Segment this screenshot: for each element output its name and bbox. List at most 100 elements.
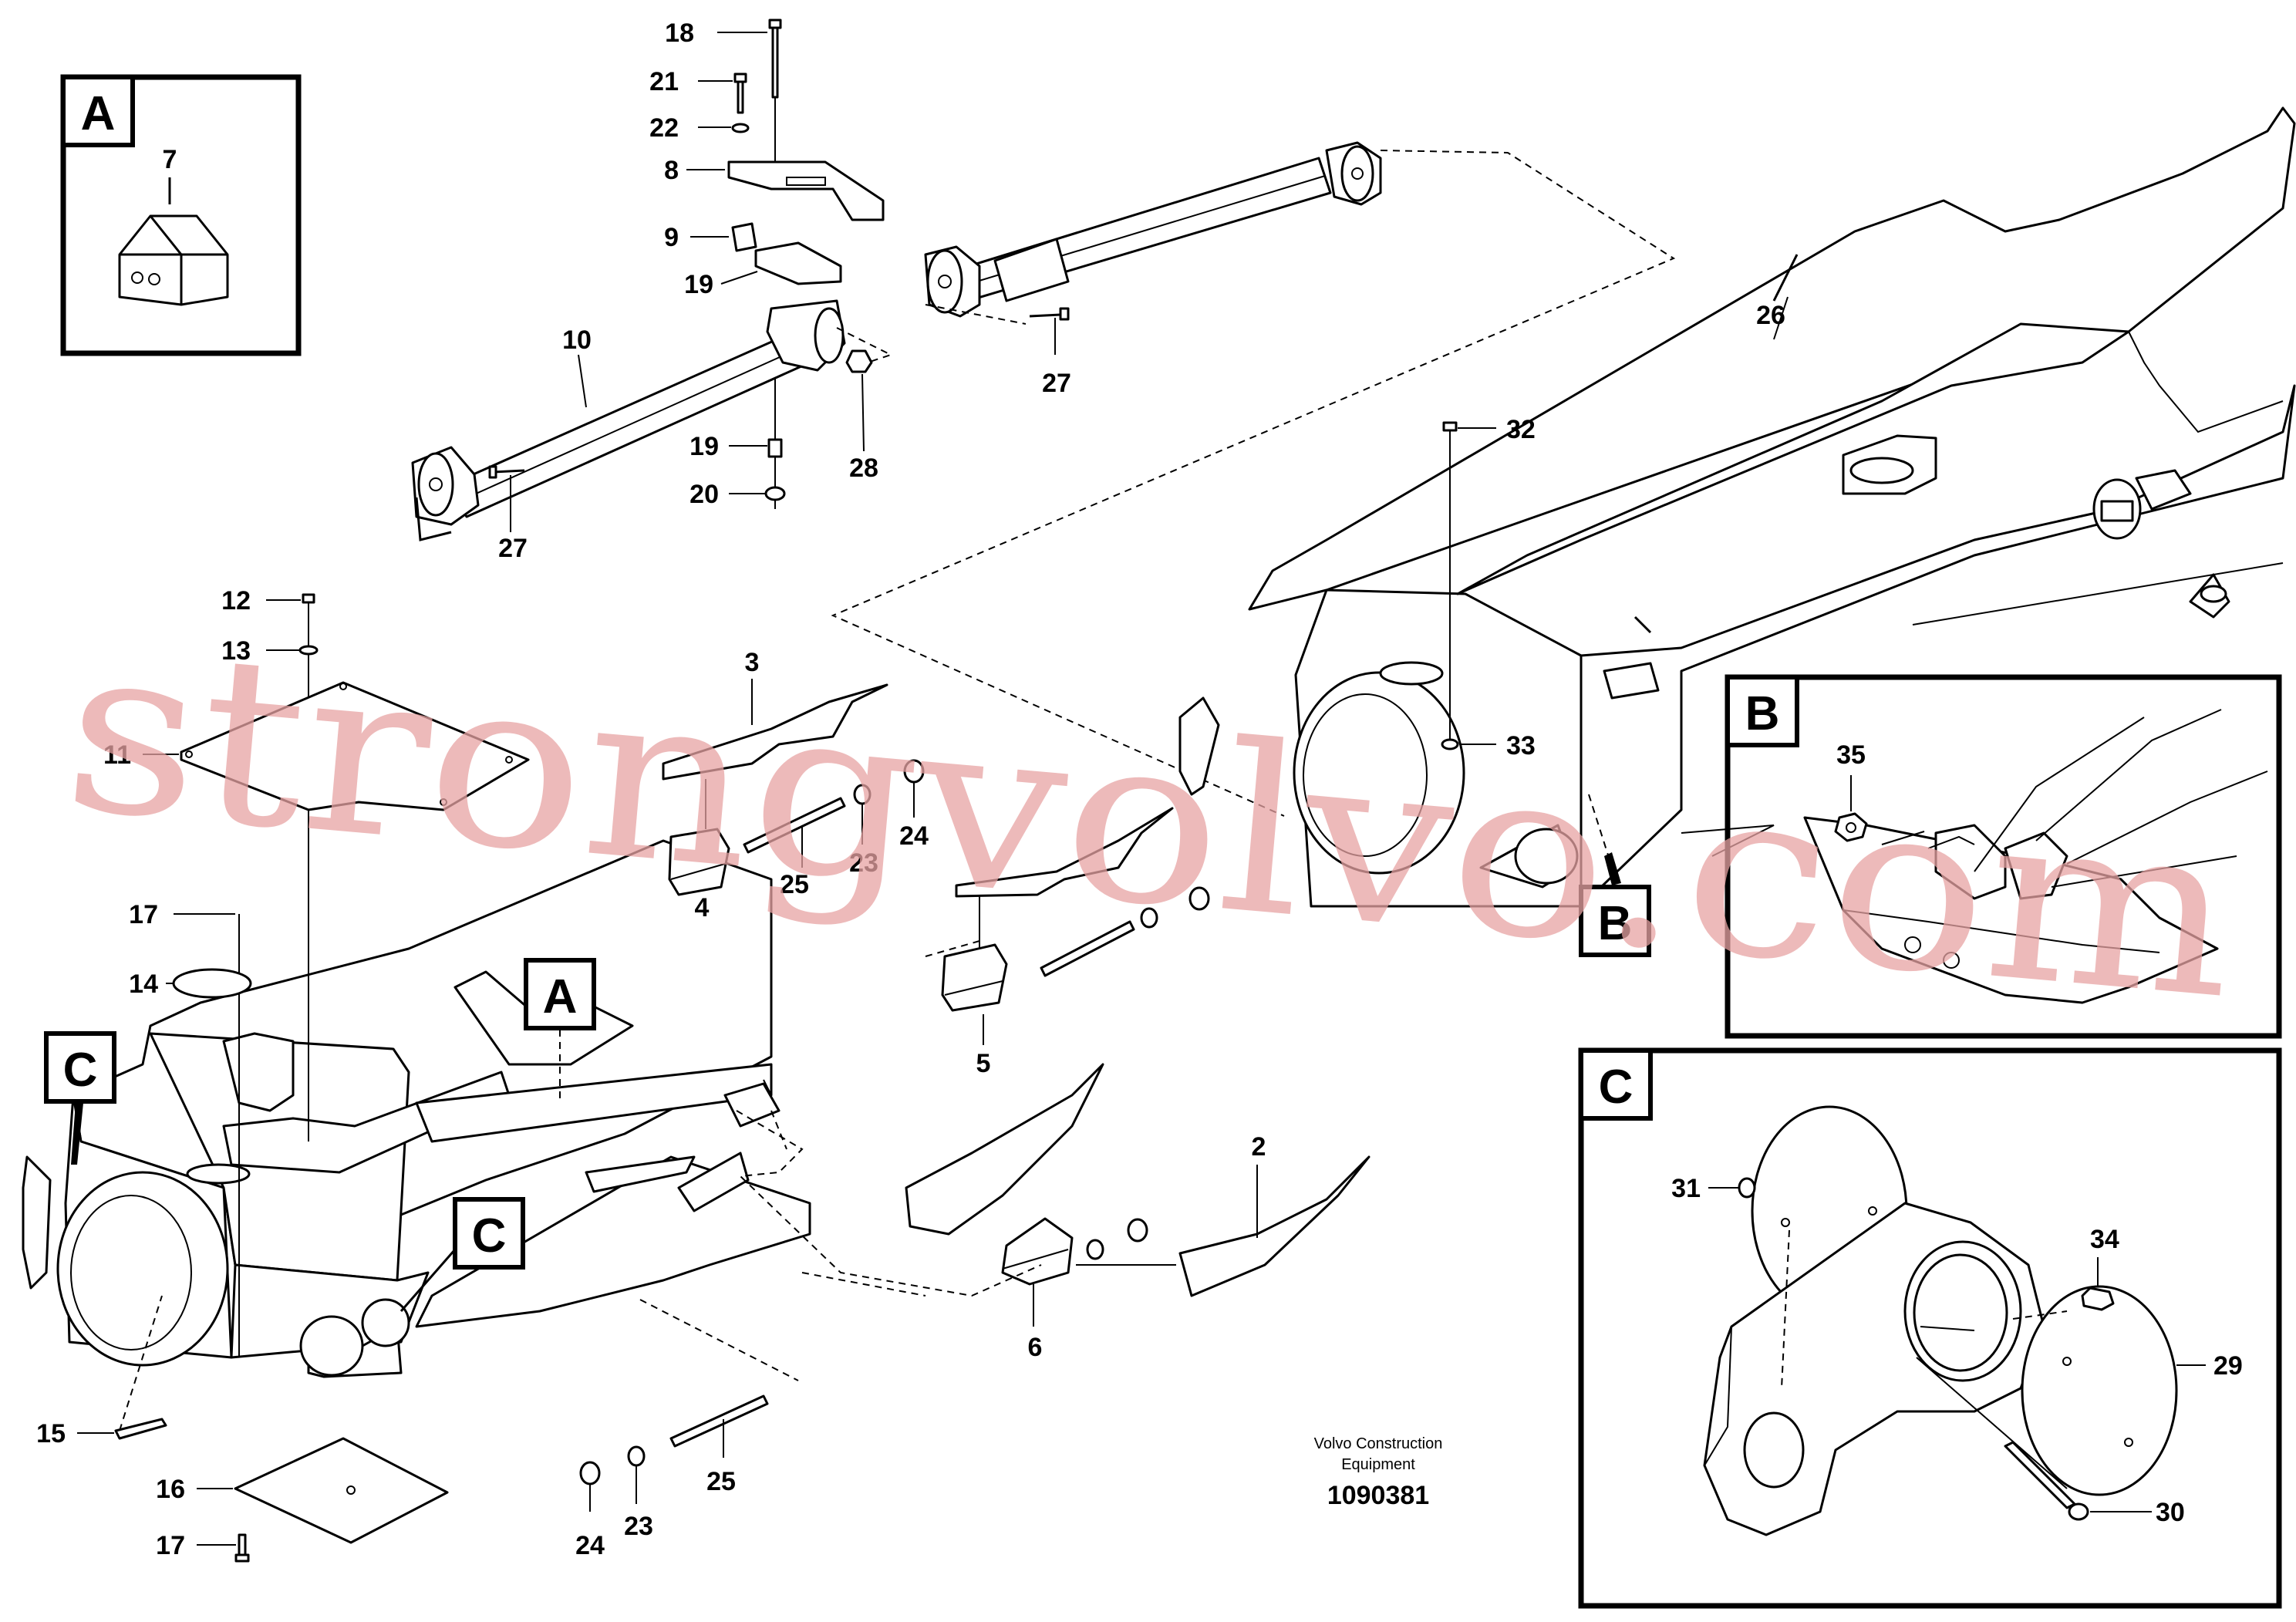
drive-shaft-10 [411, 299, 846, 541]
block-4 [668, 828, 730, 896]
pin-25-lower [669, 1394, 769, 1448]
callout-19-lower: 19 [689, 432, 719, 461]
spacer-19-lower [767, 438, 783, 458]
part-7-wedge-block [118, 177, 229, 306]
callout-7: 7 [163, 145, 177, 174]
block-9 [731, 222, 757, 252]
front-frame [22, 839, 811, 1378]
detail-label-a: A [81, 87, 116, 140]
callout-4: 4 [695, 893, 710, 922]
footer: Volvo Construction Equipment 1090381 [1314, 1435, 1443, 1510]
detail-box-c: C 31 34 29 30 [1578, 1047, 2282, 1609]
callout-6: 6 [1028, 1333, 1043, 1362]
detail-marker-label-c-left: C [63, 1044, 98, 1097]
callout-35: 35 [1836, 740, 1866, 770]
callout-28: 28 [849, 454, 878, 483]
callout-13: 13 [221, 636, 251, 666]
callout-29: 29 [2213, 1351, 2243, 1381]
callout-20: 20 [689, 480, 719, 509]
pin-25-upper [743, 797, 846, 854]
bracket-8 [727, 160, 885, 221]
callout-19: 19 [684, 270, 713, 299]
block-5 [941, 943, 1008, 1012]
callout-14: 14 [129, 969, 158, 999]
detail-box-b: B 35 [1725, 674, 2282, 1039]
callout-12: 12 [221, 586, 251, 615]
detail-marker-c-right: C [400, 1197, 525, 1312]
callout-31: 31 [1671, 1174, 1701, 1203]
detail-label-b: B [1745, 687, 1780, 740]
callout-10: 10 [562, 325, 592, 355]
callout-26: 26 [1756, 301, 1785, 330]
callout-23-upper: 23 [849, 848, 878, 878]
pin-25-right [1040, 920, 1135, 977]
callout-22: 22 [649, 113, 679, 143]
bolt-27-left [488, 465, 525, 479]
nut-20 [764, 486, 786, 501]
washer-23-lower [627, 1445, 646, 1467]
callout-25-lower: 25 [706, 1467, 736, 1496]
cover-disc-14 [172, 968, 252, 999]
detail-marker-label-b: B [1598, 897, 1633, 950]
nut-28 [845, 349, 873, 373]
callout-33: 33 [1506, 731, 1536, 760]
detail-marker-c-left: C [44, 1031, 116, 1165]
wear-plate-3 [662, 683, 888, 781]
cover-29 [2021, 1285, 2178, 1496]
callout-8: 8 [664, 156, 679, 185]
callout-34: 34 [2090, 1225, 2119, 1254]
bolt-21 [733, 73, 747, 114]
callout-30: 30 [2156, 1498, 2185, 1527]
callout-17-lower: 17 [156, 1531, 185, 1560]
detail-label-c: C [1599, 1061, 1633, 1114]
drive-shaft-assembly: 18 21 22 8 9 19 [411, 19, 1676, 817]
detail-marker-a: A [524, 958, 596, 1103]
footer-company-line2: Equipment [1341, 1456, 1415, 1473]
washer-31 [1738, 1177, 1756, 1199]
washer-13 [298, 645, 319, 656]
document-number: 1090381 [1327, 1481, 1429, 1510]
nut-24-lower [579, 1461, 601, 1485]
callout-9: 9 [664, 223, 679, 252]
callout-27-right: 27 [1042, 369, 1071, 398]
bolt-34 [2081, 1286, 2115, 1311]
callout-17-upper: 17 [129, 900, 158, 929]
callout-32: 32 [1506, 415, 1536, 444]
guide-2 [1178, 1155, 1371, 1297]
footer-company-line1: Volvo Construction [1314, 1435, 1443, 1452]
nut-35 [1834, 812, 1868, 842]
callout-16: 16 [156, 1475, 185, 1504]
nut-33 [1441, 738, 1459, 750]
detail-box-a: A 7 [60, 74, 302, 356]
callout-23-lower: 23 [624, 1512, 653, 1541]
callout-3: 3 [745, 648, 760, 677]
callout-5: 5 [976, 1049, 991, 1078]
cover-plate-16 [234, 1437, 449, 1544]
guide-6-left [905, 1063, 1104, 1236]
callout-18: 18 [665, 19, 694, 48]
washer-22 [731, 123, 750, 133]
bolt-17-lower [238, 1533, 247, 1558]
block-6 [1001, 1217, 1074, 1286]
detail-marker-label-c-right: C [472, 1209, 507, 1263]
detail-marker-label-a: A [543, 970, 578, 1023]
callout-11: 11 [103, 740, 131, 770]
callout-24-lower: 24 [575, 1531, 605, 1560]
bolt-32 [1442, 421, 1458, 432]
callout-27-left: 27 [498, 534, 528, 563]
callout-24-upper: 24 [899, 821, 929, 851]
plate-19-upper [754, 241, 842, 285]
bolt-27-right [1029, 307, 1070, 321]
wear-plate-3-lower [955, 807, 1174, 898]
callout-21: 21 [649, 67, 679, 96]
callout-25-upper: 25 [780, 870, 809, 899]
cover-plate-11 [180, 681, 530, 811]
pin-15 [114, 1418, 167, 1440]
rear-frame-26 [1178, 106, 2296, 908]
callout-2: 2 [1252, 1132, 1266, 1162]
front-drive-shaft [924, 141, 1382, 318]
detail-marker-b: B [1579, 794, 1651, 957]
callout-15: 15 [36, 1419, 66, 1448]
bolt-12 [302, 593, 315, 604]
